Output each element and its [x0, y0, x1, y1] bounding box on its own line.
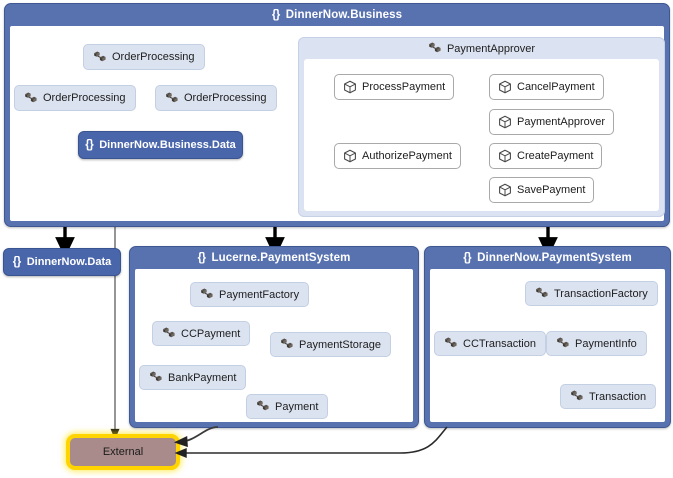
method-authorizepayment[interactable]: AuthorizePayment: [334, 143, 461, 169]
node-label: CCPayment: [181, 327, 241, 340]
node-label: Transaction: [589, 390, 647, 403]
node-label: Payment: [275, 400, 319, 413]
node-label: OrderProcessing: [112, 51, 195, 63]
node-paymentinfo[interactable]: PaymentInfo: [546, 331, 647, 356]
class-icon: [535, 287, 549, 300]
node-label: DinnerNow.Business.Data: [99, 139, 236, 151]
class-icon: [200, 288, 214, 301]
class-icon: [93, 51, 107, 64]
class-icon: [570, 390, 584, 403]
node-bankpayment[interactable]: BankPayment: [139, 365, 247, 390]
class-icon: [149, 371, 163, 384]
namespace-lucerne-label: Lucerne.PaymentSystem: [211, 252, 351, 264]
class-icon: [428, 42, 442, 55]
method-icon: [343, 149, 357, 163]
namespace-icon: {}: [12, 256, 21, 268]
class-icon: [280, 338, 294, 351]
node-paymentstorage[interactable]: PaymentStorage: [270, 332, 391, 357]
node-cctransaction[interactable]: CCTransaction: [434, 331, 546, 356]
node-label: CCTransaction: [463, 337, 536, 350]
node-label: OrderProcessing: [184, 92, 267, 104]
class-icon: [444, 337, 458, 350]
method-icon: [498, 115, 512, 129]
class-icon: [162, 327, 176, 340]
node-label: PaymentFactory: [219, 288, 300, 301]
node-dinnernow-business-data[interactable]: {} DinnerNow.Business.Data: [78, 131, 243, 159]
class-icon: [24, 92, 38, 105]
method-label: PaymentApprover: [517, 116, 606, 128]
node-dinnernow-data[interactable]: {} DinnerNow.Data: [3, 248, 121, 276]
node-label: BankPayment: [168, 371, 237, 384]
method-icon: [498, 149, 512, 163]
node-paymentfactory[interactable]: PaymentFactory: [190, 282, 310, 307]
class-icon: [556, 337, 570, 350]
edge-lucerne-to-external: [173, 426, 219, 448]
method-savepayment[interactable]: SavePayment: [489, 177, 595, 203]
namespace-icon: {}: [271, 9, 280, 21]
node-label: External: [102, 446, 144, 458]
class-icon: [165, 92, 179, 105]
method-label: AuthorizePayment: [362, 150, 452, 162]
node-orderprocessing-right[interactable]: OrderProcessing: [155, 85, 277, 111]
group-paymentapprover-header: PaymentApprover: [299, 38, 664, 59]
method-cancelpayment[interactable]: CancelPayment: [489, 74, 604, 100]
edge-dinnernowpayment-to-external: [174, 426, 448, 458]
edge-business-to-children: [55, 224, 558, 258]
node-payment[interactable]: Payment: [246, 394, 329, 419]
method-label: ProcessPayment: [362, 81, 446, 93]
node-orderprocessing-top[interactable]: OrderProcessing: [83, 44, 205, 70]
node-orderprocessing-left[interactable]: OrderProcessing: [14, 85, 136, 111]
namespace-lucerne-title: {} Lucerne.PaymentSystem: [130, 247, 418, 269]
method-label: CancelPayment: [517, 81, 595, 93]
namespace-icon: {}: [197, 252, 206, 264]
group-paymentapprover[interactable]: PaymentApprover: [298, 37, 665, 217]
node-external[interactable]: External: [66, 434, 180, 470]
node-ccpayment[interactable]: CCPayment: [152, 321, 251, 346]
group-paymentapprover-label: PaymentApprover: [446, 42, 536, 55]
node-transactionfactory[interactable]: TransactionFactory: [525, 281, 658, 306]
node-label: PaymentInfo: [575, 337, 637, 350]
method-paymentapprover[interactable]: PaymentApprover: [489, 109, 615, 135]
method-icon: [498, 80, 512, 94]
method-icon: [343, 80, 357, 94]
method-createpayment[interactable]: CreatePayment: [489, 143, 603, 169]
method-icon: [498, 183, 512, 197]
node-transaction[interactable]: Transaction: [560, 384, 657, 409]
method-processpayment[interactable]: ProcessPayment: [334, 74, 455, 100]
node-label: OrderProcessing: [43, 92, 126, 104]
node-label: PaymentStorage: [299, 338, 381, 351]
class-icon: [256, 400, 270, 413]
namespace-icon: {}: [463, 252, 472, 264]
node-label: DinnerNow.Data: [26, 256, 112, 268]
node-label: TransactionFactory: [554, 287, 648, 300]
namespace-icon: {}: [85, 139, 94, 151]
namespace-dinnernow-paymentsystem-title: {} DinnerNow.PaymentSystem: [425, 247, 670, 269]
namespace-dinnernow-business-label: DinnerNow.Business: [285, 9, 403, 21]
namespace-dinnernow-paymentsystem-label: DinnerNow.PaymentSystem: [477, 252, 632, 264]
method-label: SavePayment: [517, 184, 586, 196]
method-label: CreatePayment: [517, 150, 594, 162]
namespace-dinnernow-business-title: {} DinnerNow.Business: [5, 4, 669, 26]
